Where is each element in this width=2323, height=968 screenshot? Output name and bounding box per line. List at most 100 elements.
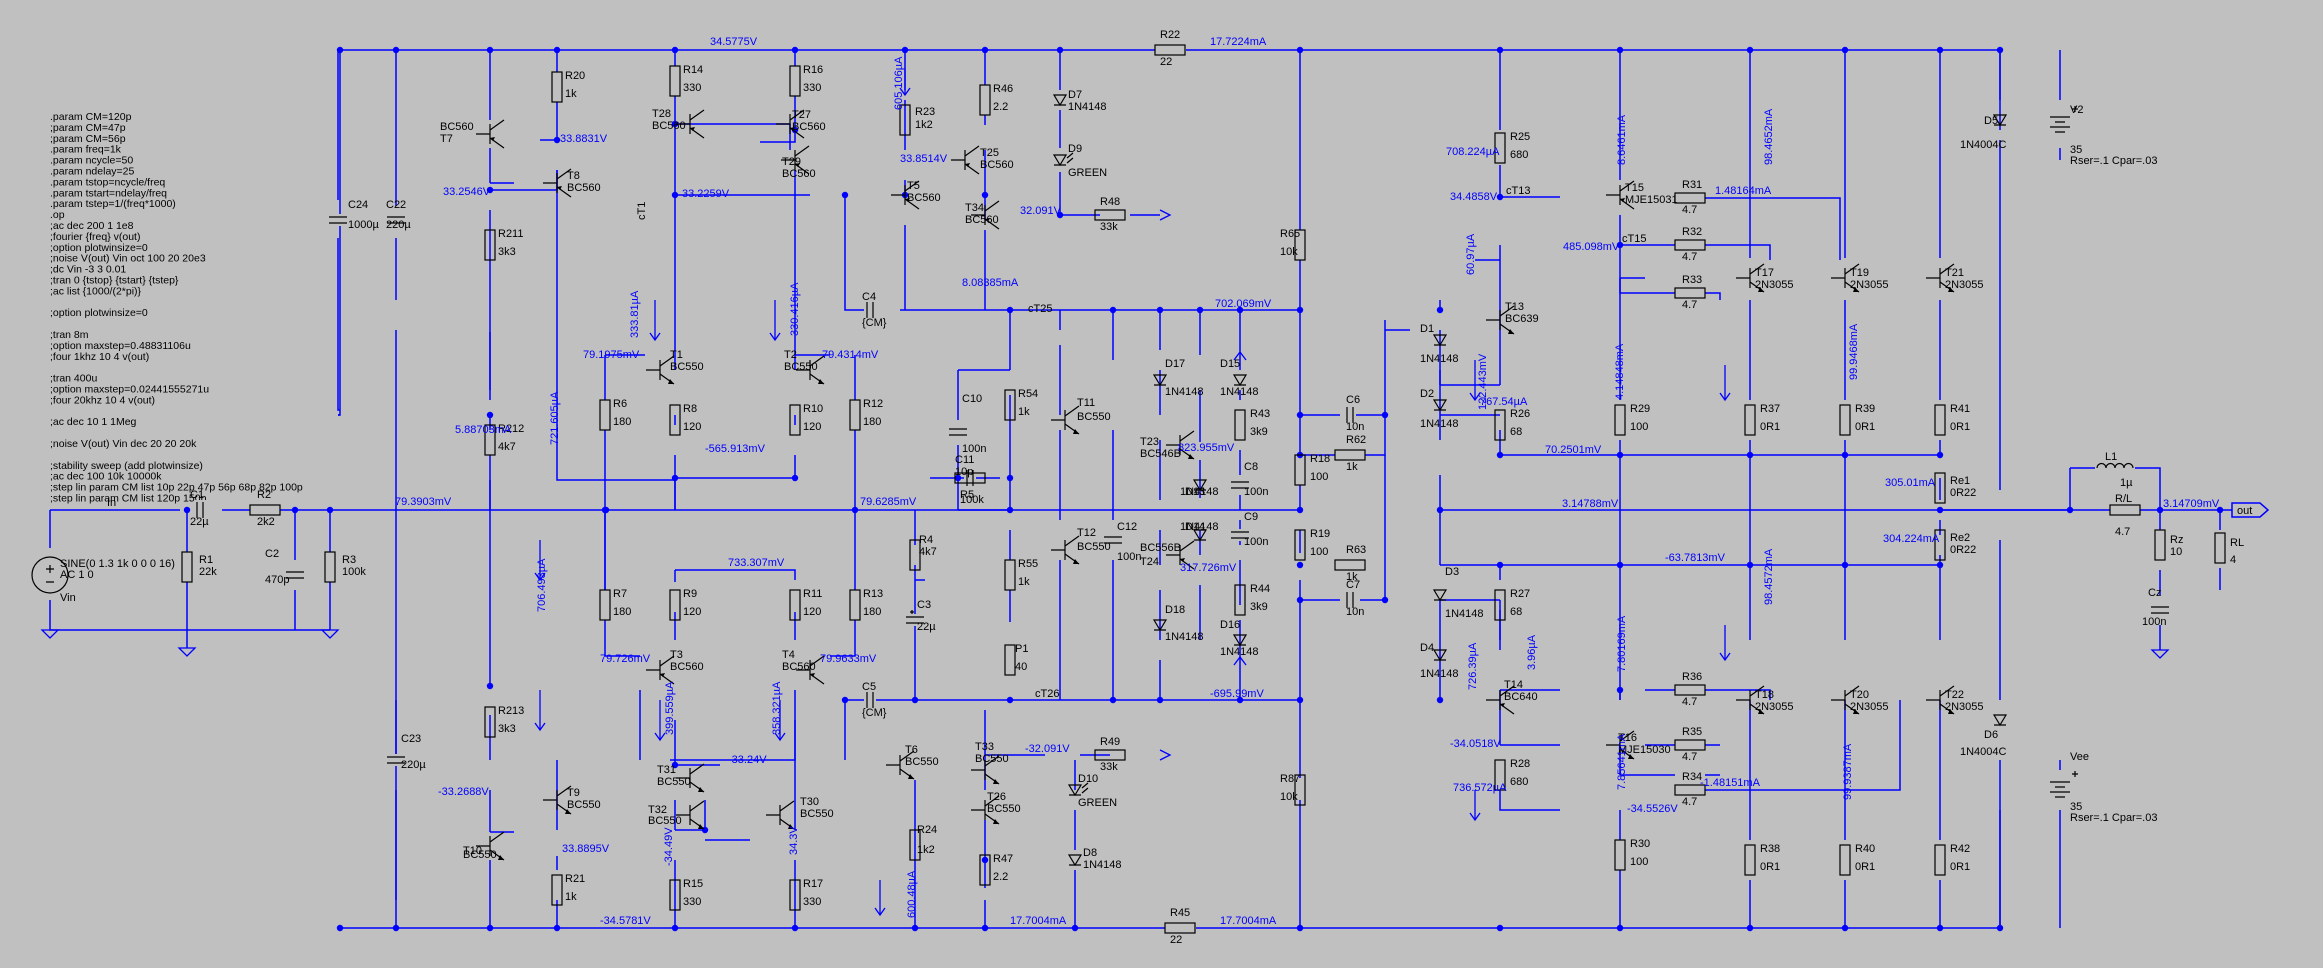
r42-symbol[interactable] — [1934, 844, 1946, 876]
r28-symbol[interactable] — [1494, 759, 1506, 791]
c1-symbol[interactable] — [194, 500, 206, 520]
r19-symbol[interactable] — [1294, 529, 1306, 561]
d17-symbol[interactable] — [1152, 374, 1168, 387]
r6-symbol[interactable] — [599, 399, 611, 431]
t17-symbol[interactable] — [1736, 263, 1765, 293]
r213-symbol[interactable] — [484, 706, 496, 738]
r30-symbol[interactable] — [1614, 839, 1626, 871]
re1-symbol[interactable] — [1934, 472, 1946, 504]
r4-symbol[interactable] — [909, 539, 921, 571]
r15-symbol[interactable] — [669, 879, 681, 911]
t9-symbol[interactable] — [543, 785, 572, 815]
c23-symbol[interactable] — [386, 754, 406, 766]
t33-symbol[interactable] — [971, 755, 1000, 785]
d8-symbol[interactable] — [1067, 854, 1083, 867]
r29-symbol[interactable] — [1614, 404, 1626, 436]
r43-symbol[interactable] — [1234, 409, 1246, 441]
cz-symbol[interactable] — [2150, 604, 2170, 616]
r48-symbol[interactable] — [1094, 209, 1126, 221]
r35-symbol[interactable] — [1674, 739, 1706, 751]
vee-symbol[interactable] — [2050, 771, 2078, 798]
d10-symbol[interactable] — [1067, 782, 1089, 797]
r3-symbol[interactable] — [324, 551, 336, 583]
t14-symbol[interactable] — [1486, 685, 1515, 715]
d13-symbol[interactable] — [1192, 479, 1208, 492]
t32-symbol[interactable] — [676, 800, 705, 830]
r14-symbol[interactable] — [669, 65, 681, 97]
r65-symbol[interactable] — [1294, 229, 1306, 261]
c5-symbol[interactable] — [864, 690, 876, 710]
d1-symbol[interactable] — [1432, 334, 1448, 347]
d3-symbol[interactable] — [1432, 589, 1448, 602]
r1-symbol[interactable] — [181, 551, 193, 583]
r34-symbol[interactable] — [1674, 784, 1706, 796]
d14-symbol[interactable] — [1192, 529, 1208, 542]
r17-symbol[interactable] — [789, 879, 801, 911]
r11-symbol[interactable] — [789, 589, 801, 621]
net-label-out[interactable]: out — [2231, 502, 2270, 518]
r40-symbol[interactable] — [1839, 844, 1851, 876]
d9-symbol[interactable] — [1052, 152, 1074, 167]
t21-symbol[interactable] — [1926, 263, 1955, 293]
r20-symbol[interactable] — [551, 71, 563, 103]
t19-symbol[interactable] — [1831, 263, 1860, 293]
r24-symbol[interactable] — [909, 829, 921, 861]
r39-symbol[interactable] — [1839, 404, 1851, 436]
t18-symbol[interactable] — [1736, 685, 1765, 715]
r23-symbol[interactable] — [899, 104, 911, 136]
r9-symbol[interactable] — [669, 589, 681, 621]
t3-symbol[interactable] — [646, 655, 675, 685]
r5-symbol[interactable] — [954, 472, 986, 484]
v2-symbol[interactable] — [2050, 106, 2078, 133]
p1-symbol[interactable] — [1004, 644, 1016, 676]
t31-symbol[interactable] — [676, 763, 705, 793]
r10-symbol[interactable] — [789, 404, 801, 436]
d7-symbol[interactable] — [1052, 94, 1068, 107]
t13-symbol[interactable] — [1486, 305, 1515, 335]
t28-symbol[interactable] — [676, 109, 705, 139]
r22-symbol[interactable] — [1154, 44, 1186, 56]
c4-symbol[interactable] — [864, 300, 876, 320]
r212-symbol[interactable] — [484, 424, 496, 456]
c8-symbol[interactable] — [1230, 479, 1250, 491]
t20-symbol[interactable] — [1831, 685, 1860, 715]
t27-symbol[interactable] — [776, 109, 805, 139]
rl-l-symbol[interactable] — [2109, 504, 2141, 516]
c2-symbol[interactable] — [285, 569, 305, 581]
t4-symbol[interactable] — [796, 655, 825, 685]
r31-symbol[interactable] — [1674, 192, 1706, 204]
c3-symbol[interactable] — [905, 610, 925, 626]
d16-symbol[interactable] — [1232, 634, 1248, 647]
r37-symbol[interactable] — [1744, 404, 1756, 436]
r211-symbol[interactable] — [484, 229, 496, 261]
c7-symbol[interactable] — [1344, 590, 1356, 610]
r7-symbol[interactable] — [599, 589, 611, 621]
t16-symbol[interactable] — [1606, 730, 1635, 760]
t1-symbol[interactable] — [646, 355, 675, 385]
r27-symbol[interactable] — [1494, 589, 1506, 621]
r32-symbol[interactable] — [1674, 239, 1706, 251]
r55-symbol[interactable] — [1004, 559, 1016, 591]
c12-symbol[interactable] — [1103, 534, 1123, 546]
t26-symbol[interactable] — [971, 795, 1000, 825]
re2-symbol[interactable] — [1934, 529, 1946, 561]
c6-symbol[interactable] — [1344, 405, 1356, 425]
t25-symbol[interactable] — [951, 145, 980, 175]
d2-symbol[interactable] — [1432, 399, 1448, 412]
r36-symbol[interactable] — [1674, 684, 1706, 696]
r87-symbol[interactable] — [1294, 774, 1306, 806]
r44-symbol[interactable] — [1234, 584, 1246, 616]
r16-symbol[interactable] — [789, 65, 801, 97]
r12-symbol[interactable] — [849, 399, 861, 431]
d15-symbol[interactable] — [1232, 374, 1248, 387]
d6-symbol[interactable] — [1992, 714, 2008, 727]
t10-symbol[interactable] — [476, 831, 505, 861]
c10-symbol[interactable] — [948, 426, 968, 438]
r18-symbol[interactable] — [1294, 454, 1306, 486]
t15-symbol[interactable] — [1606, 180, 1635, 210]
c22-symbol[interactable] — [386, 214, 406, 226]
t11-symbol[interactable] — [1051, 405, 1080, 435]
t24-symbol[interactable] — [1166, 540, 1195, 570]
rz-symbol[interactable] — [2154, 529, 2166, 561]
t7-symbol[interactable] — [476, 119, 505, 149]
